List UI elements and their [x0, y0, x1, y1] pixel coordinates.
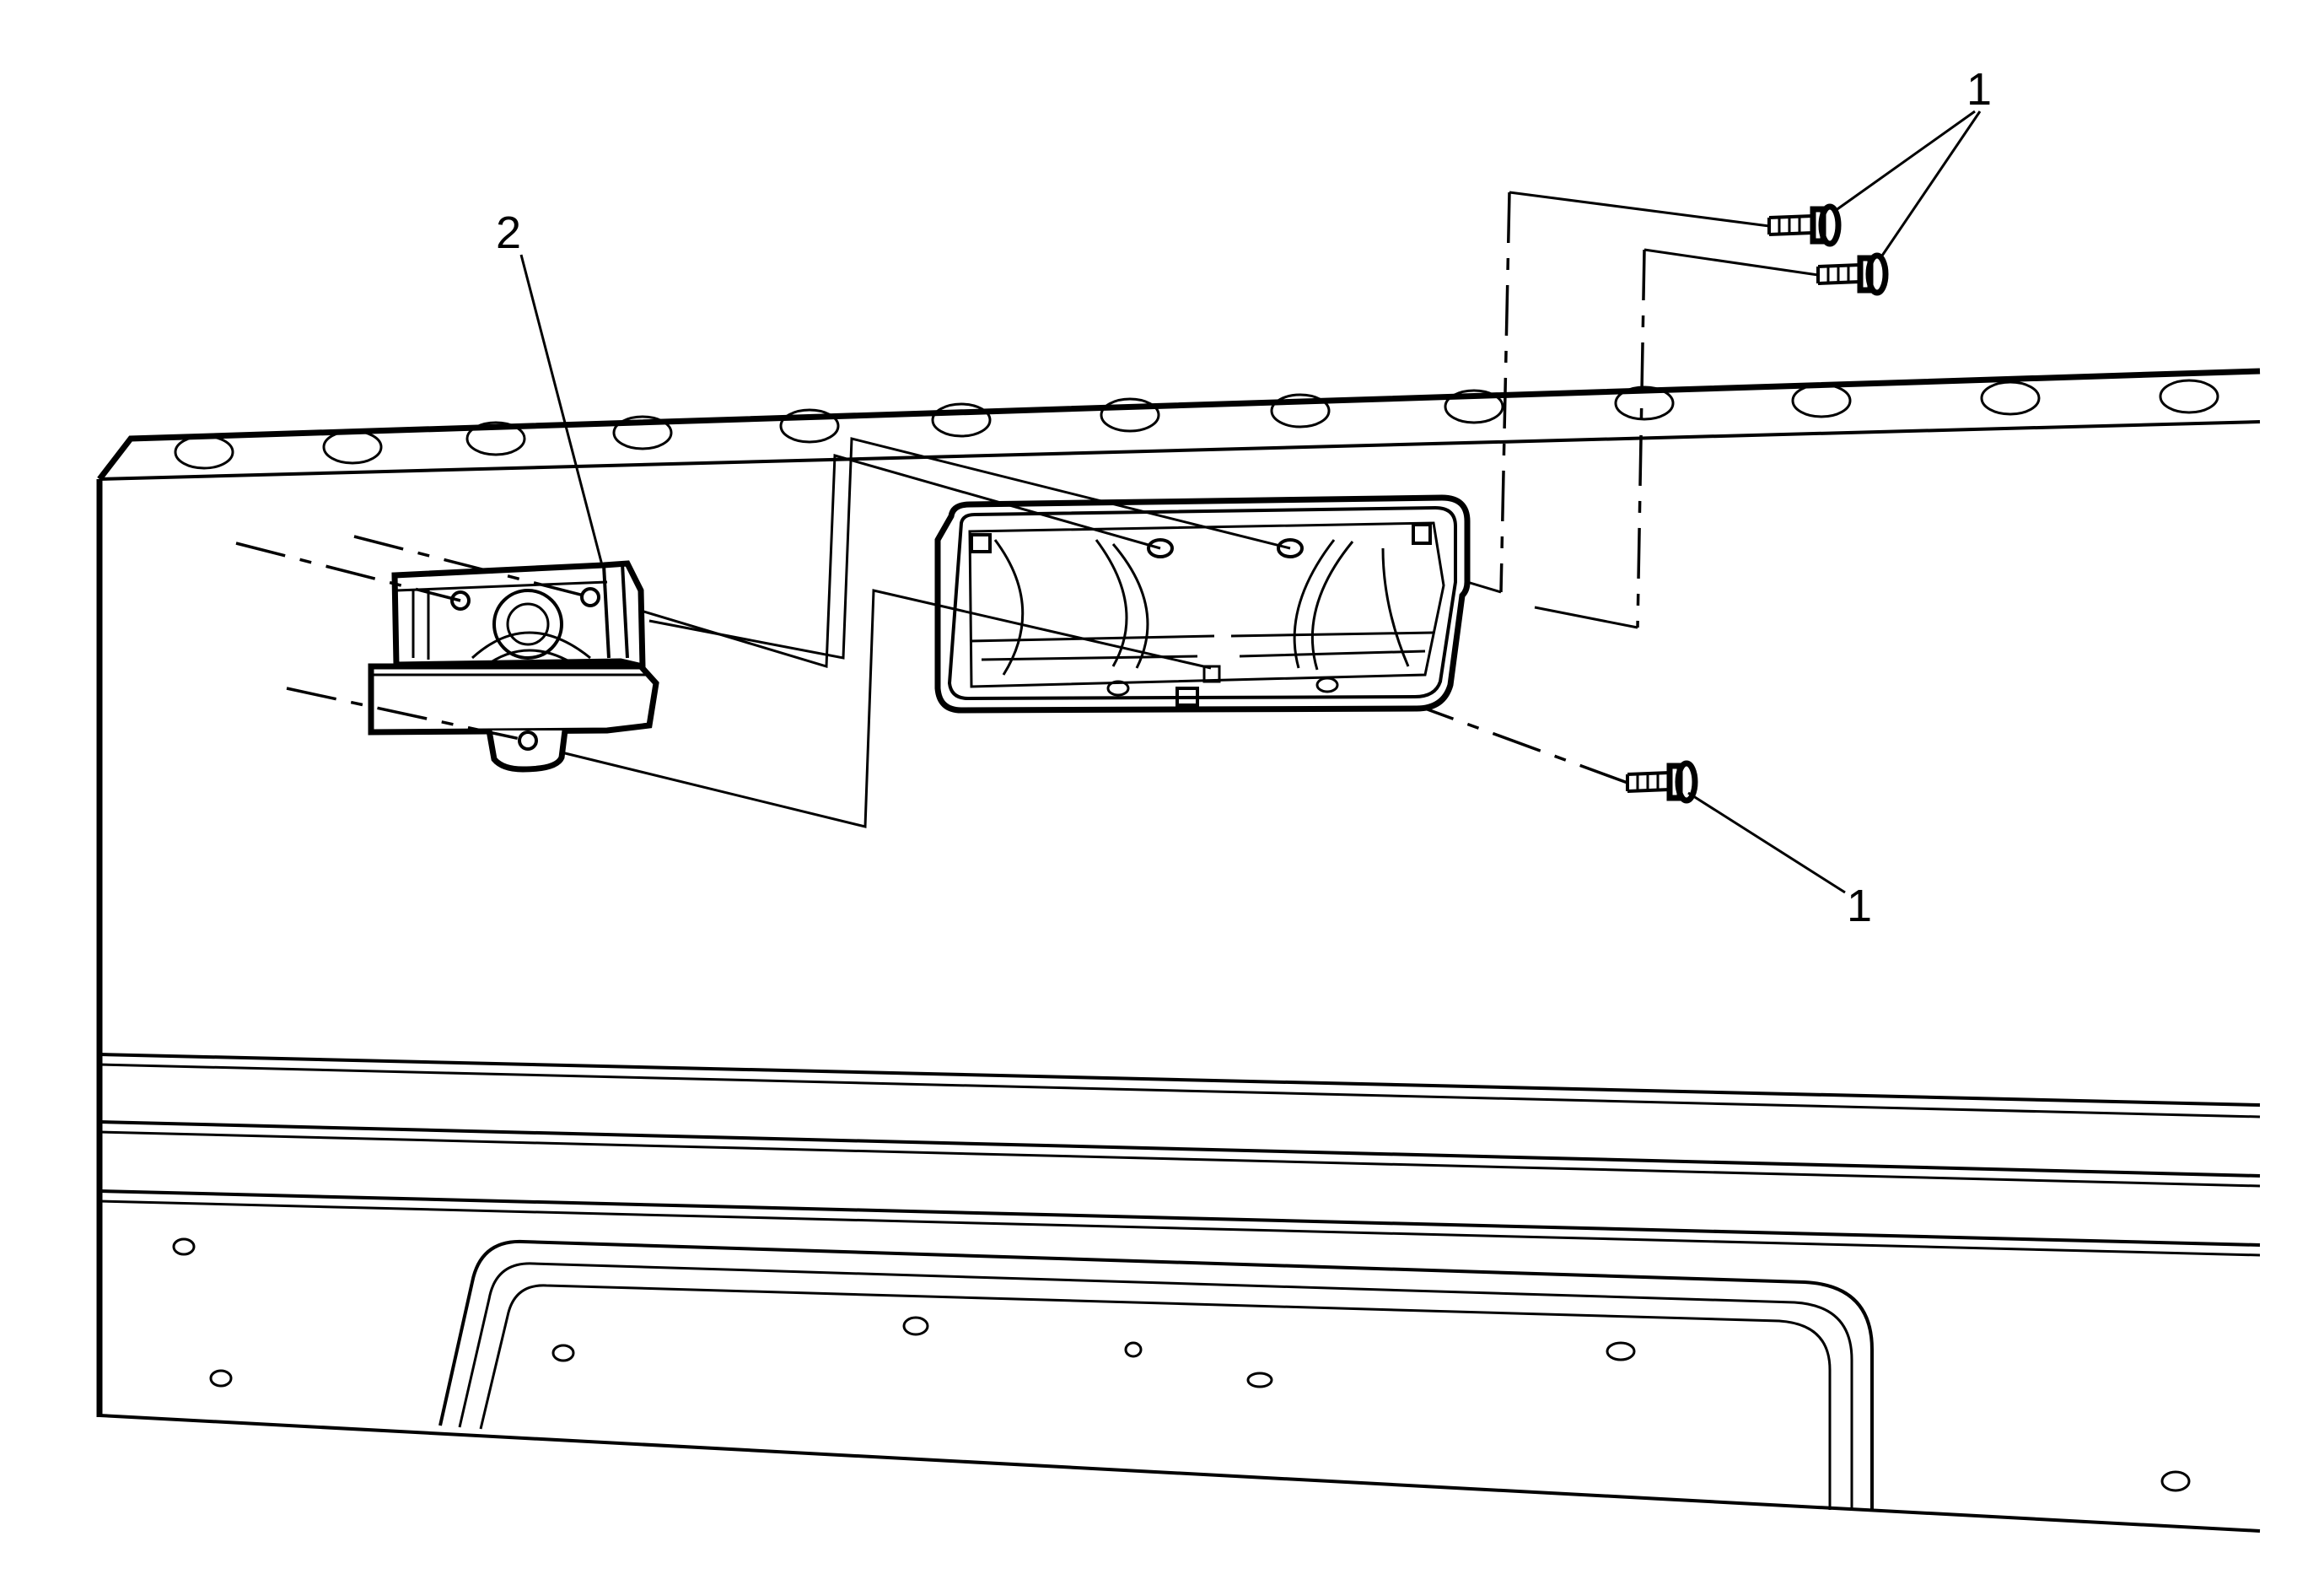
alignment-lines [235, 191, 1819, 828]
top-hole-row [174, 379, 2219, 470]
callout-2: 2 [496, 208, 521, 258]
callout-1-bottom: 1 [1847, 881, 1872, 931]
tailgate-panel [96, 368, 2261, 1533]
panel-holes [172, 1237, 2191, 1492]
fastener-bottom-1 [1626, 760, 1698, 804]
license-plate-recess [438, 1239, 1874, 1510]
callout-1-top: 1 [1966, 64, 1992, 115]
callout-leaders [519, 110, 1982, 894]
fastener-top-1 [1767, 203, 1842, 247]
handle-opening [934, 494, 1471, 714]
fastener-top-2 [1816, 252, 1889, 296]
handle-assembly [368, 560, 659, 773]
